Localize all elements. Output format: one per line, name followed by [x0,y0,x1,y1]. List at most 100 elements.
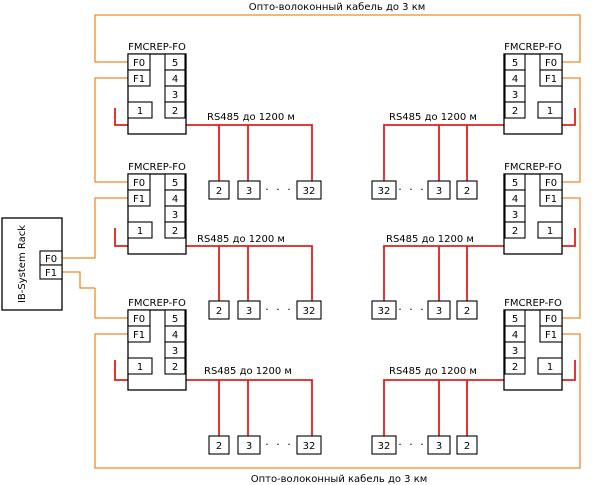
rs485-port-1 [127,357,153,375]
node-label: 3 [246,306,252,317]
repeater-title: FMCREP-FO [128,162,186,173]
rs485-port-label: 4 [172,74,178,85]
rs485-port-2 [164,357,186,375]
node-label: 3 [246,186,252,197]
node-label: 32 [303,306,316,317]
rs485-port-label: 2 [512,106,518,117]
fiber-port-f1 [127,325,151,343]
bus-left-2 [114,228,313,301]
node-3 [427,300,451,320]
fiber-port-f0-label: F0 [133,58,145,69]
fiber-port-f0-label: F0 [545,58,557,69]
fiber-bottom-loop [94,333,581,469]
node-32 [371,180,397,200]
node-32 [371,300,397,320]
node-3 [427,180,451,200]
rs485-label-right-3: RS485 до 1200 м [389,366,477,377]
node-32 [296,180,322,200]
rs485-port-label: 5 [512,314,518,325]
bus-left-1 [114,108,313,181]
rs485-port-label: 4 [512,194,518,205]
rs485-port-2 [504,221,526,239]
node-3 [427,435,451,455]
fiber-port-f1-label: F1 [545,74,557,85]
fiber-left-1-2 [94,77,128,183]
rs485-port-1-label: 1 [137,106,143,117]
repeater-title: FMCREP-FO [504,42,562,53]
fiber-left-2-3 [94,197,128,240]
fiber-rack-f1 [62,271,95,289]
node-ellipsis: · · · [265,303,292,316]
node-2 [208,180,230,200]
node-2 [456,435,478,455]
rs485-port-1 [127,101,153,119]
node-2 [456,180,478,200]
rs485-port-label: 3 [172,346,178,357]
rs485-port-label: 3 [512,210,518,221]
rs485-port-label: 4 [172,194,178,205]
node-32 [371,435,397,455]
rs485-port-1-label: 1 [547,226,553,237]
node-label: 32 [378,186,391,197]
node-label: 32 [303,441,316,452]
rs485-port-label: 4 [172,330,178,341]
node-label: 2 [464,441,470,452]
rs485-port-1-label: 1 [547,106,553,117]
rs485-port-label: 2 [512,362,518,373]
fiber-top-loop [94,14,581,63]
repeater-title: FMCREP-FO [504,162,562,173]
rack-name: IB-System Rack [17,225,28,303]
node-32 [296,300,322,320]
node-label: 2 [216,186,222,197]
bus-nodes-left-2: 2 3 32 · · · [208,300,322,320]
fiber-port-f1 [539,325,563,343]
rack-port-f0-label: F0 [45,254,57,265]
repeater-title: FMCREP-FO [504,298,562,309]
fiber-port-f1-label: F1 [133,330,145,341]
rack-port-f1-label: F1 [45,268,57,279]
fiber-port-f1 [539,69,563,87]
fiber-port-f1-label: F1 [133,194,145,205]
rs485-port-1-label: 1 [137,226,143,237]
fiber-port-f1 [127,69,151,87]
fiber-port-f1 [539,189,563,207]
rs485-port-label: 3 [172,210,178,221]
node-label: 3 [436,306,442,317]
rs485-label-left-1: RS485 до 1200 м [207,112,295,123]
node-32 [296,435,322,455]
bus-right-3 [383,360,576,436]
node-2 [208,300,230,320]
rs485-port-2 [504,357,526,375]
node-ellipsis: · · · [398,183,425,196]
rs485-port-1 [127,221,153,239]
rs485-port-label: 2 [172,362,178,373]
node-label: 2 [216,306,222,317]
fiber-port-f1-label: F1 [545,330,557,341]
fiber-right-1-2 [562,77,581,183]
fiber-cables [62,14,581,469]
rs485-port-1 [537,357,563,375]
ib-system-rack: IB-System Rack F0 F1 [1,217,63,311]
node-label: 32 [378,441,391,452]
fiber-label-bottom: Опто-волоконный кабель до 3 км [251,474,428,485]
fiber-port-f1-label: F1 [133,74,145,85]
rs485-port-1-label: 1 [137,362,143,373]
node-ellipsis: · · · [398,303,425,316]
repeater-title: FMCREP-FO [128,298,186,309]
rs485-label-left-3: RS485 до 1200 м [204,366,292,377]
node-label: 3 [436,441,442,452]
fiber-port-f0-label: F0 [545,314,557,325]
rs485-port-label: 5 [172,314,178,325]
fiber-rack-f0 [62,240,96,259]
rs485-label-right-2: RS485 до 1200 м [386,234,474,245]
node-label: 32 [378,306,391,317]
